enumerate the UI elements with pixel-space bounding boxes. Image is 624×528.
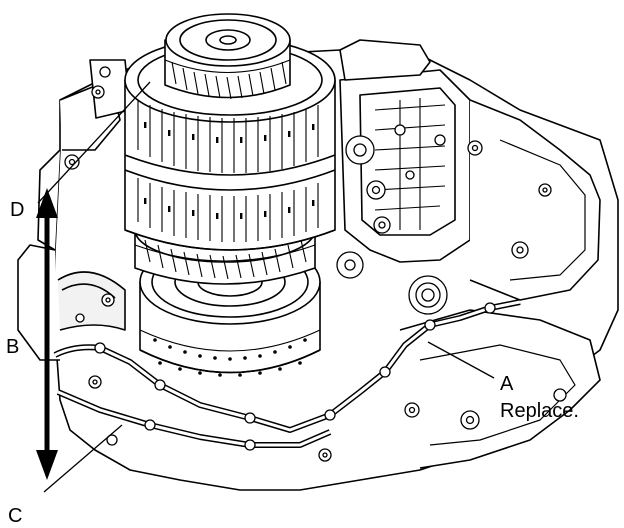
callout-labels: D B C A Replace. bbox=[6, 199, 579, 527]
gasket-bolt-holes bbox=[94, 302, 496, 451]
top-gear-teeth bbox=[171, 61, 287, 100]
gear-shaft-assembly bbox=[124, 13, 336, 377]
callout-label-b: B bbox=[6, 336, 19, 358]
leader-line-d bbox=[37, 81, 151, 204]
measurement-arrow-b bbox=[36, 188, 58, 480]
leader-line-c bbox=[43, 424, 123, 493]
leader-line-a bbox=[427, 341, 495, 379]
leader-lines bbox=[37, 81, 495, 493]
lower-drum-holes bbox=[153, 338, 307, 377]
arrowhead-up bbox=[36, 188, 58, 218]
upper-drum-splines bbox=[137, 100, 319, 242]
callout-label-a: A bbox=[500, 373, 514, 395]
case-bosses bbox=[64, 66, 567, 462]
arrowhead-down bbox=[36, 450, 58, 480]
upper-drum-slots bbox=[144, 122, 315, 219]
callout-label-c: C bbox=[8, 505, 22, 527]
case-gasket bbox=[53, 299, 521, 448]
callout-label-d: D bbox=[10, 199, 24, 221]
gear-teeth bbox=[144, 239, 307, 280]
callout-note-replace: Replace. bbox=[500, 400, 579, 422]
